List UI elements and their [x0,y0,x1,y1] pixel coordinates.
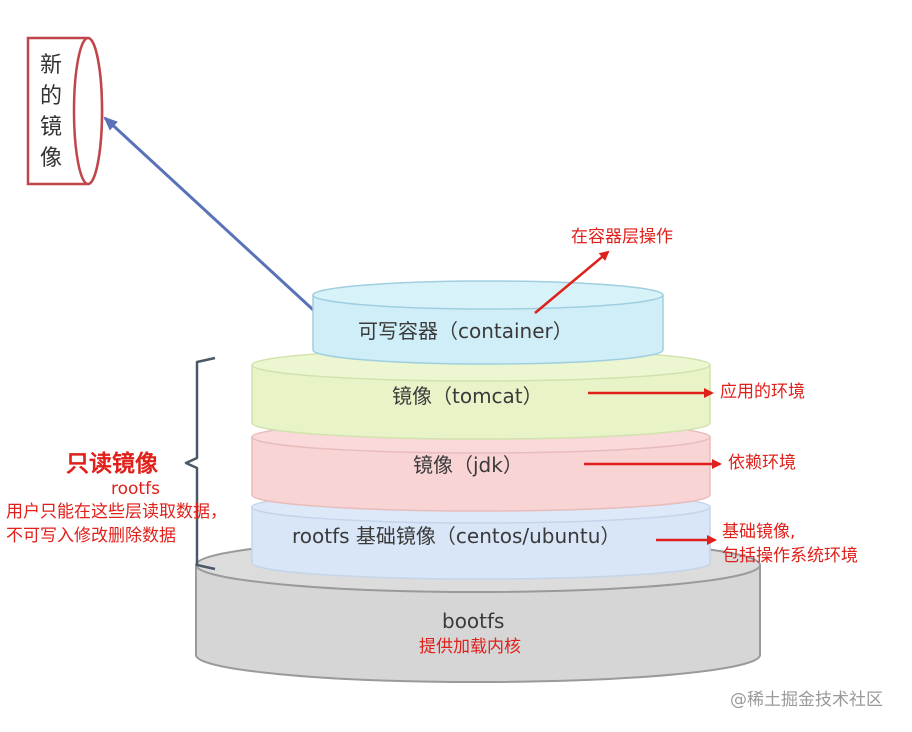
readonly-desc-line2: 不可写入修改删除数据 [6,526,176,546]
readonly-bracket [184,356,216,571]
rootfs-layer-label: rootfs 基础镜像（centos/ubuntu） [292,524,621,548]
container-note-arrow [534,250,610,314]
container-layer-label: 可写容器（container） [358,319,573,343]
bootfs-layer-label: bootfs [442,609,505,633]
bootfs-note: 提供加载内核 [419,637,521,657]
watermark: @稀土掘金技术社区 [730,690,883,710]
rootfs-note-line1: 基础镜像, [722,522,796,542]
jdk-note: 依赖环境 [728,453,796,473]
tomcat-layer-label: 镜像（tomcat） [392,384,543,408]
commit-arrow [103,116,324,320]
new-image-cylinder [26,36,104,186]
container-note: 在容器层操作 [571,227,673,247]
jdk-layer-label: 镜像（jdk） [413,453,523,477]
readonly-subtitle: rootfs [111,479,160,499]
readonly-title: 只读镜像 [66,451,158,477]
tomcat-note: 应用的环境 [720,382,805,402]
rootfs-note-line2: 包括操作系统环境 [722,546,858,566]
new-image-label: 新的镜像 [39,53,62,171]
container-layer [312,280,664,365]
readonly-desc-line1: 用户只能在这些层读取数据， [6,502,227,522]
